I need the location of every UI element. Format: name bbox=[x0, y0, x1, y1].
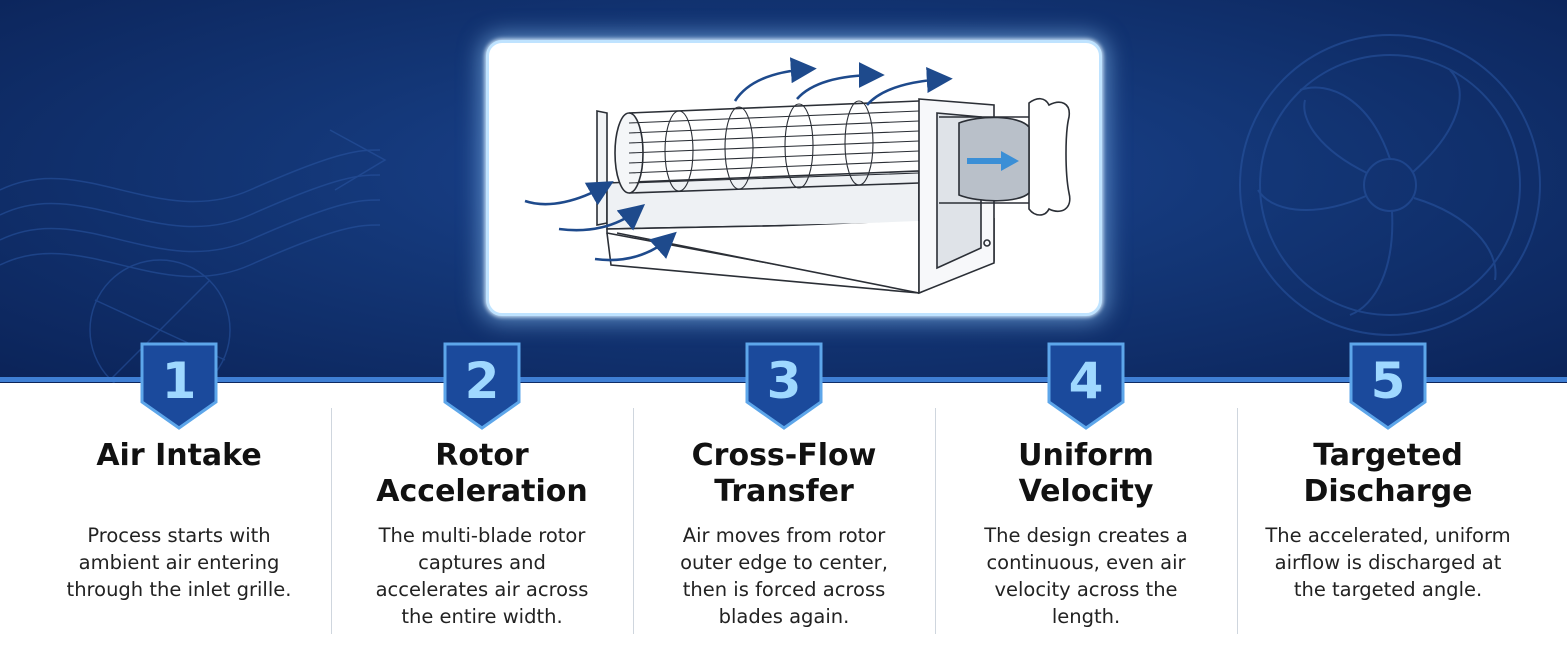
cross-flow-fan-unit-icon bbox=[524, 57, 1071, 295]
step-badge-5: 5 bbox=[1345, 340, 1431, 432]
step-number: 1 bbox=[161, 352, 197, 410]
step-column-4: Uniform Velocity The design creates a co… bbox=[946, 438, 1226, 630]
fan-illustration-panel bbox=[486, 40, 1102, 316]
step-column-1: Air Intake Process starts with ambient a… bbox=[39, 438, 319, 603]
step-badge-3: 3 bbox=[741, 340, 827, 432]
column-divider bbox=[633, 408, 634, 634]
background-decoration bbox=[0, 34, 1541, 383]
step-column-2: Rotor Acceleration The multi-blade rotor… bbox=[342, 438, 622, 630]
shield-badge-icon bbox=[443, 342, 521, 430]
fan-outline-icon bbox=[1239, 34, 1541, 336]
column-divider bbox=[1237, 408, 1238, 634]
shield-badge-icon bbox=[1349, 342, 1427, 430]
step-badge-4: 4 bbox=[1043, 340, 1129, 432]
column-divider bbox=[935, 408, 936, 634]
step-title: Air Intake bbox=[96, 438, 262, 473]
step-description: Process starts with ambient air entering… bbox=[66, 524, 292, 601]
step-column-3: Cross-Flow Transfer Air moves from rotor… bbox=[644, 438, 924, 630]
shield-badge-icon bbox=[1047, 342, 1125, 430]
step-title: Targeted Discharge bbox=[1303, 438, 1473, 509]
step-number: 2 bbox=[464, 352, 500, 410]
hero-banner bbox=[0, 0, 1567, 383]
step-column-5: Targeted Discharge The accelerated, unif… bbox=[1248, 438, 1528, 603]
shield-badge-icon bbox=[140, 342, 218, 430]
step-description: Air moves from rotor outer edge to cente… bbox=[680, 524, 888, 628]
step-number: 5 bbox=[1370, 352, 1406, 410]
column-divider bbox=[331, 408, 332, 634]
step-number: 4 bbox=[1068, 352, 1104, 410]
step-number: 3 bbox=[766, 352, 802, 410]
step-title: Cross-Flow Transfer bbox=[691, 438, 877, 509]
step-description: The design creates a continuous, even ai… bbox=[984, 524, 1188, 628]
step-description: The multi-blade rotor captures and accel… bbox=[375, 524, 589, 628]
step-badge-2: 2 bbox=[439, 340, 525, 432]
step-badge-1: 1 bbox=[136, 340, 222, 432]
airflow-swirl-icon bbox=[0, 129, 387, 383]
step-description: The accelerated, uniform airflow is disc… bbox=[1265, 524, 1511, 601]
shield-badge-icon bbox=[745, 342, 823, 430]
step-title: Uniform Velocity bbox=[1018, 438, 1154, 509]
step-title: Rotor Acceleration bbox=[376, 438, 588, 509]
